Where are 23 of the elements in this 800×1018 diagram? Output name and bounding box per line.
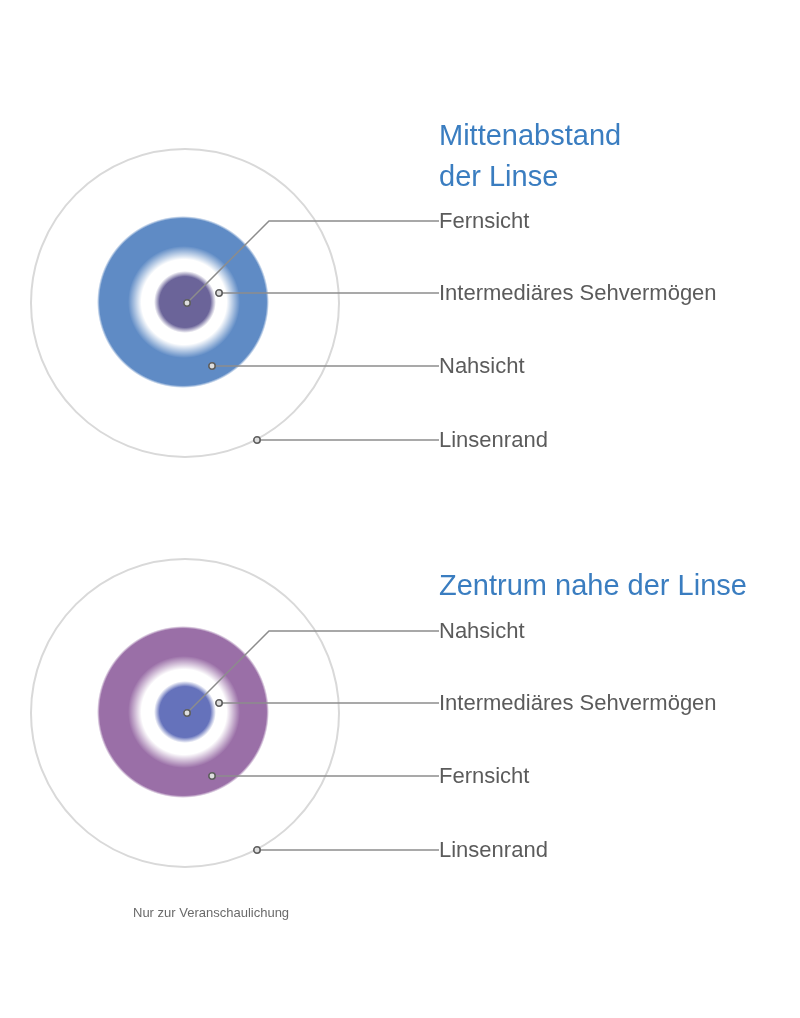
callout-label: Linsenrand (439, 837, 548, 863)
leader-line (208, 772, 440, 780)
callout-label: Intermediäres Sehvermögen (439, 690, 717, 716)
caption: Nur zur Veranschaulichung (133, 905, 290, 921)
callout-label: Fernsicht (439, 208, 530, 234)
callout-label: Linsenrand (439, 427, 548, 453)
lens-outline (30, 558, 340, 868)
leader-line (215, 699, 440, 707)
center-disc (154, 271, 216, 333)
lens-outline (30, 148, 340, 458)
callout-label: Nahsicht (439, 618, 525, 644)
leader-line (253, 846, 440, 854)
leader-line (215, 289, 440, 297)
leader-line (183, 220, 440, 307)
callout-label: Intermediäres Sehvermögen (439, 280, 717, 306)
center-disc (154, 681, 216, 743)
callout-label: Nahsicht (439, 353, 525, 379)
leader-line (253, 436, 440, 444)
section-heading: Mittenabstand der Linse (439, 118, 623, 194)
leader-line (183, 630, 440, 717)
section-heading: Zentrum nahe der Linse (439, 568, 747, 603)
callout-label: Fernsicht (439, 763, 530, 789)
leader-line (208, 362, 440, 370)
